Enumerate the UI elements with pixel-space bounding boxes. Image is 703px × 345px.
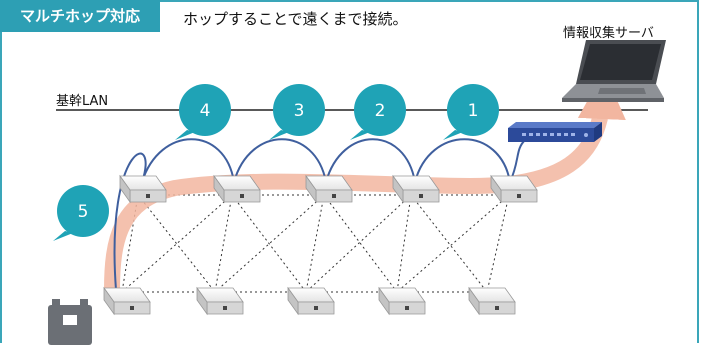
access-point-row-bottom	[103, 286, 516, 316]
mesh-links	[121, 194, 510, 293]
subtitle: ホップすることで遠くまで接続。	[183, 10, 408, 28]
feature-badge: マルチホップ対応	[0, 0, 160, 32]
laptop-server-icon	[562, 40, 666, 102]
network-switch-icon	[508, 122, 602, 142]
hop-bubble-3: 3	[269, 84, 325, 140]
sensor-device-icon	[48, 299, 92, 345]
wireless-arcs	[113, 138, 526, 291]
hop-bubble-4: 4	[175, 84, 231, 140]
server-label: 情報収集サーバ	[563, 26, 654, 41]
hop-bubble-5: 5	[53, 185, 109, 241]
hop-bubble-2: 2	[350, 84, 406, 140]
hop-number-4: 4	[200, 101, 211, 121]
hop-bubble-1: 1	[443, 84, 499, 140]
hop-number-2: 2	[375, 101, 386, 121]
hop-number-1: 1	[468, 101, 479, 121]
lan-label: 基幹LAN	[56, 94, 109, 109]
hop-number-3: 3	[294, 101, 305, 121]
hop-number-5: 5	[78, 202, 89, 222]
access-point-row-top	[119, 174, 538, 204]
